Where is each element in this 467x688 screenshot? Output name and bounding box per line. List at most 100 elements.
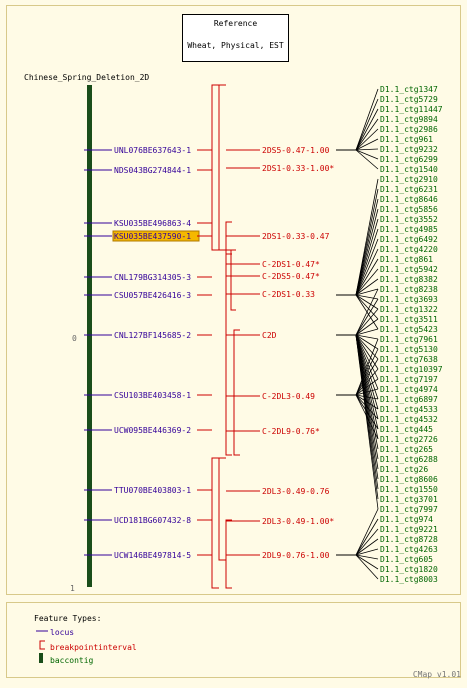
contig-label[interactable]: D1.1_ctg8728 xyxy=(380,535,438,544)
interval-label[interactable]: C-2DL9-0.76* xyxy=(262,427,320,436)
contig-label[interactable]: D1.1_ctg3701 xyxy=(380,495,438,504)
contig-label[interactable]: D1.1_ctg861 xyxy=(380,255,433,264)
interval-label[interactable]: 2DL3-0.49-0.76 xyxy=(262,487,330,496)
contig-label[interactable]: D1.1_ctg3511 xyxy=(380,315,438,324)
contig-correspondence-line xyxy=(355,348,379,396)
contig-label[interactable]: D1.1_ctg5856 xyxy=(380,205,438,214)
legend-item-label: locus xyxy=(50,628,75,637)
legend-item-label: breakpointinterval xyxy=(50,643,137,652)
contig-label[interactable]: D1.1_ctg1347 xyxy=(380,85,438,94)
contig-label[interactable]: D1.1_ctg2986 xyxy=(380,125,438,134)
contig-label[interactable]: D1.1_ctg8646 xyxy=(380,195,438,204)
locus-label[interactable]: UCD181BG607432-8 xyxy=(114,516,191,525)
interval-label[interactable]: C-2DS1-0.33 xyxy=(262,290,315,299)
breakpoint-bracket[interactable] xyxy=(233,329,240,456)
contig-label[interactable]: D1.1_ctg7638 xyxy=(380,355,438,364)
contig-label[interactable]: D1.1_ctg445 xyxy=(380,425,433,434)
contig-label[interactable]: D1.1_ctg5423 xyxy=(380,325,438,334)
interval-label[interactable]: 2DS1-0.33-1.00* xyxy=(262,164,334,173)
contig-label[interactable]: D1.1_ctg4533 xyxy=(380,405,438,414)
contig-label[interactable]: D1.1_ctg3552 xyxy=(380,215,438,224)
locus-label[interactable]: UCW146BE497814-5 xyxy=(114,551,191,560)
contig-label[interactable]: D1.1_ctg7961 xyxy=(380,335,438,344)
interval-label[interactable]: 2DL3-0.49-1.00* xyxy=(262,517,334,526)
contig-label[interactable]: D1.1_ctg2726 xyxy=(380,435,438,444)
locus-label[interactable]: KSU035BE496863-4 xyxy=(114,219,191,228)
contig-label[interactable]: D1.1_ctg10397 xyxy=(380,365,443,374)
contig-label[interactable]: D1.1_ctg5130 xyxy=(380,345,438,354)
contig-correspondence-line xyxy=(355,394,379,440)
locus-label[interactable]: TTU070BE403803-1 xyxy=(114,486,191,495)
contig-label[interactable]: D1.1_ctg4974 xyxy=(380,385,438,394)
interval-label[interactable]: C2D xyxy=(262,331,277,340)
interval-label[interactable]: C-2DL3-0.49 xyxy=(262,392,315,401)
interval-label[interactable]: 2DS1-0.33-0.47 xyxy=(262,232,330,241)
contig-correspondence-line xyxy=(355,248,379,296)
contig-label[interactable]: D1.1_ctg3693 xyxy=(380,295,438,304)
contig-label[interactable]: D1.1_ctg11447 xyxy=(380,105,443,114)
contig-label[interactable]: D1.1_ctg265 xyxy=(380,445,433,454)
breakpoint-bracket[interactable] xyxy=(225,519,232,589)
contig-label[interactable]: D1.1_ctg8606 xyxy=(380,475,438,484)
contig-correspondence-line xyxy=(355,394,379,420)
contig-label[interactable]: D1.1_ctg8238 xyxy=(380,285,438,294)
contig-label[interactable]: D1.1_ctg2910 xyxy=(380,175,438,184)
contig-correspondence-line xyxy=(355,328,379,336)
contig-label[interactable]: D1.1_ctg7997 xyxy=(380,505,438,514)
contig-label[interactable]: D1.1_ctg4985 xyxy=(380,225,438,234)
contig-label[interactable]: D1.1_ctg8003 xyxy=(380,575,438,584)
contig-label[interactable]: D1.1_ctg1550 xyxy=(380,485,438,494)
breakpoint-bracket[interactable] xyxy=(218,457,226,561)
locus-label[interactable]: CNL127BF145685-2 xyxy=(114,331,191,340)
contig-correspondence-line xyxy=(355,208,379,296)
contig-label[interactable]: D1.1_ctg5942 xyxy=(380,265,438,274)
contig-label[interactable]: D1.1_ctg605 xyxy=(380,555,433,564)
contig-label[interactable]: D1.1_ctg4220 xyxy=(380,245,438,254)
contig-correspondence-line xyxy=(355,288,379,336)
breakpoint-bracket[interactable] xyxy=(211,457,219,589)
contig-label[interactable]: D1.1_ctg1820 xyxy=(380,565,438,574)
legend-item: breakpointinterval xyxy=(36,640,137,652)
contig-correspondence-line xyxy=(355,88,379,151)
contig-label[interactable]: D1.1_ctg1540 xyxy=(380,165,438,174)
chromosome-map-bar[interactable] xyxy=(87,85,92,587)
contig-correspondence-line xyxy=(355,358,379,396)
contig-label[interactable]: D1.1_ctg6897 xyxy=(380,395,438,404)
breakpoint-bracket[interactable] xyxy=(211,84,219,251)
contig-label[interactable]: D1.1_ctg6231 xyxy=(380,185,438,194)
breakpoint-bracket[interactable] xyxy=(225,221,232,255)
locus-label[interactable]: UCW095BE446369-2 xyxy=(114,426,191,435)
contig-label[interactable]: D1.1_ctg961 xyxy=(380,135,433,144)
contig-label[interactable]: D1.1_ctg9232 xyxy=(380,145,438,154)
interval-label[interactable]: 2DS5-0.47-1.00 xyxy=(262,146,330,155)
contig-label[interactable]: D1.1_ctg6492 xyxy=(380,235,438,244)
contig-label[interactable]: D1.1_ctg5729 xyxy=(380,95,438,104)
contig-label[interactable]: D1.1_ctg9221 xyxy=(380,525,438,534)
contig-label[interactable]: D1.1_ctg1322 xyxy=(380,305,438,314)
contig-label[interactable]: D1.1_ctg9894 xyxy=(380,115,438,124)
contig-label[interactable]: D1.1_ctg26 xyxy=(380,465,428,474)
locus-label[interactable]: CSU057BE426416-3 xyxy=(114,291,191,300)
contig-label[interactable]: D1.1_ctg4263 xyxy=(380,545,438,554)
contig-label[interactable]: D1.1_ctg6299 xyxy=(380,155,438,164)
contig-label[interactable]: D1.1_ctg4532 xyxy=(380,415,438,424)
contig-label[interactable]: D1.1_ctg7197 xyxy=(380,375,438,384)
breakpoint-bracket[interactable] xyxy=(230,249,236,311)
locus-label[interactable]: KSU035BE437590-1 xyxy=(114,232,191,241)
contig-label[interactable]: D1.1_ctg8382 xyxy=(380,275,438,284)
locus-label[interactable]: NDS043BG274844-1 xyxy=(114,166,191,175)
breakpoint-bracket[interactable] xyxy=(225,249,232,456)
contig-correspondence-line xyxy=(355,528,379,556)
locus-label[interactable]: CNL179BG314305-3 xyxy=(114,273,191,282)
map-title[interactable]: Chinese_Spring_Deletion_2D xyxy=(24,73,150,82)
contig-label[interactable]: D1.1_ctg6288 xyxy=(380,455,438,464)
interval-label[interactable]: 2DL9-0.76-1.00 xyxy=(262,551,330,560)
contig-label[interactable]: D1.1_ctg974 xyxy=(380,515,433,524)
interval-label[interactable]: C-2DS5-0.47* xyxy=(262,272,320,281)
locus-label[interactable]: UNL076BE637643-1 xyxy=(114,146,191,155)
breakpoint-bracket[interactable] xyxy=(218,84,226,251)
locus-label[interactable]: CSU103BE403458-1 xyxy=(114,391,191,400)
contig-correspondence-line xyxy=(355,118,379,151)
interval-label[interactable]: C-2DS1-0.47* xyxy=(262,260,320,269)
contig-correspondence-line xyxy=(355,288,379,296)
